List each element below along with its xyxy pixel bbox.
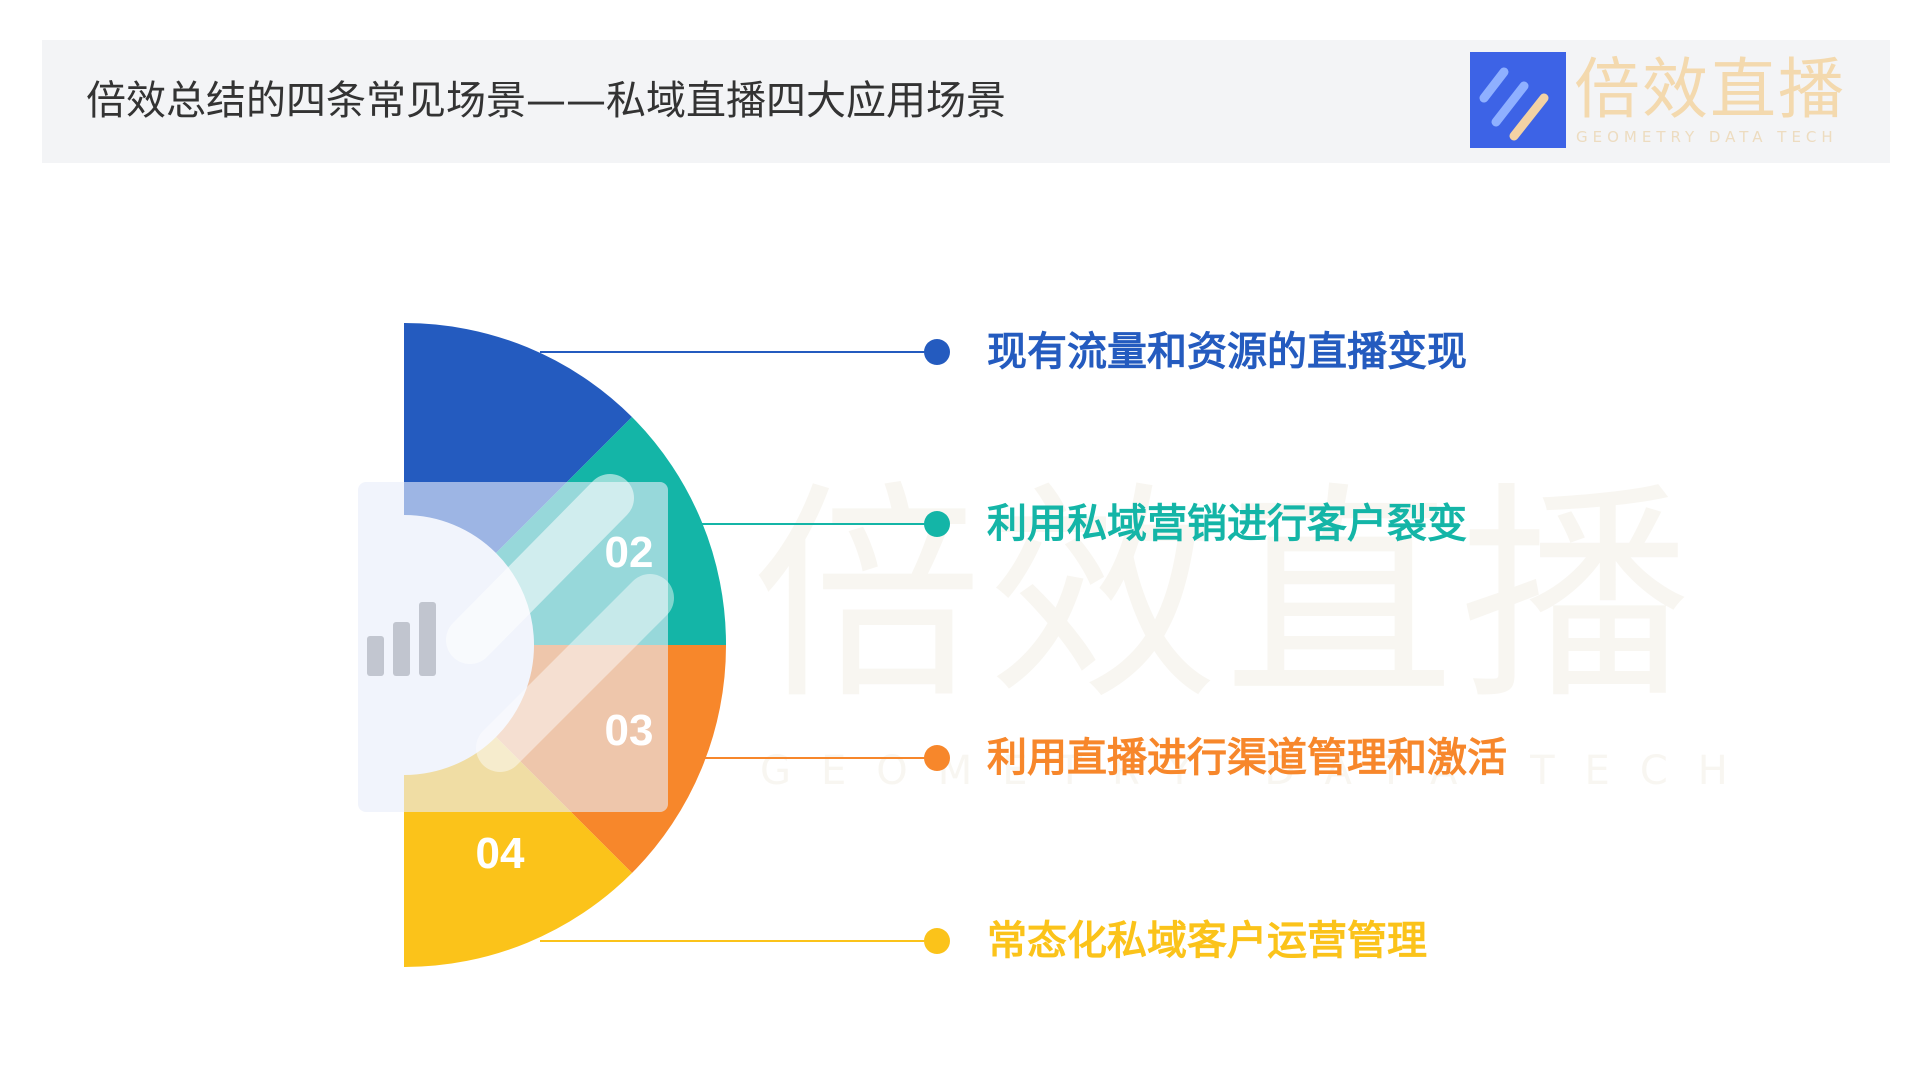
- scenario-label-4: 常态化私域客户运营管理: [987, 918, 1427, 964]
- segment-number-2: 02: [605, 528, 654, 577]
- scenario-label-3: 利用直播进行渠道管理和激活: [987, 735, 1507, 781]
- watermark-stroke-2: [476, 574, 674, 772]
- bullet-dot-2: [924, 511, 950, 537]
- segment-number-3: 03: [605, 706, 654, 755]
- bullet-dot-1: [924, 339, 950, 365]
- page-title: 倍效总结的四条常见场景——私域直播四大应用场景: [86, 78, 1006, 124]
- bullet-dot-3: [924, 745, 950, 771]
- bullet-dot-4: [924, 928, 950, 954]
- header-bar: 倍效总结的四条常见场景——私域直播四大应用场景 倍效直播 GEOMETRY DA…: [42, 40, 1890, 163]
- segment-number-4: 04: [476, 829, 525, 878]
- logo-name: 倍效直播: [1574, 51, 1846, 128]
- watermark-panel: [358, 482, 668, 812]
- watermark-stroke-1: [446, 474, 634, 664]
- watermark-subtitle: GEOMETRY DATA TECH: [760, 748, 1758, 794]
- brand-logo: 倍效直播 GEOMETRY DATA TECH: [1470, 50, 1890, 155]
- bar-chart-icon: [367, 602, 436, 676]
- slanted-bars-logo-icon: [1470, 52, 1566, 148]
- logo-subtitle: GEOMETRY DATA TECH: [1576, 128, 1838, 146]
- watermark-text: 倍效直播: [752, 464, 1697, 731]
- scenario-label-2: 利用私域营销进行客户裂变: [987, 501, 1467, 547]
- scenario-label-1: 现有流量和资源的直播变现: [987, 329, 1467, 375]
